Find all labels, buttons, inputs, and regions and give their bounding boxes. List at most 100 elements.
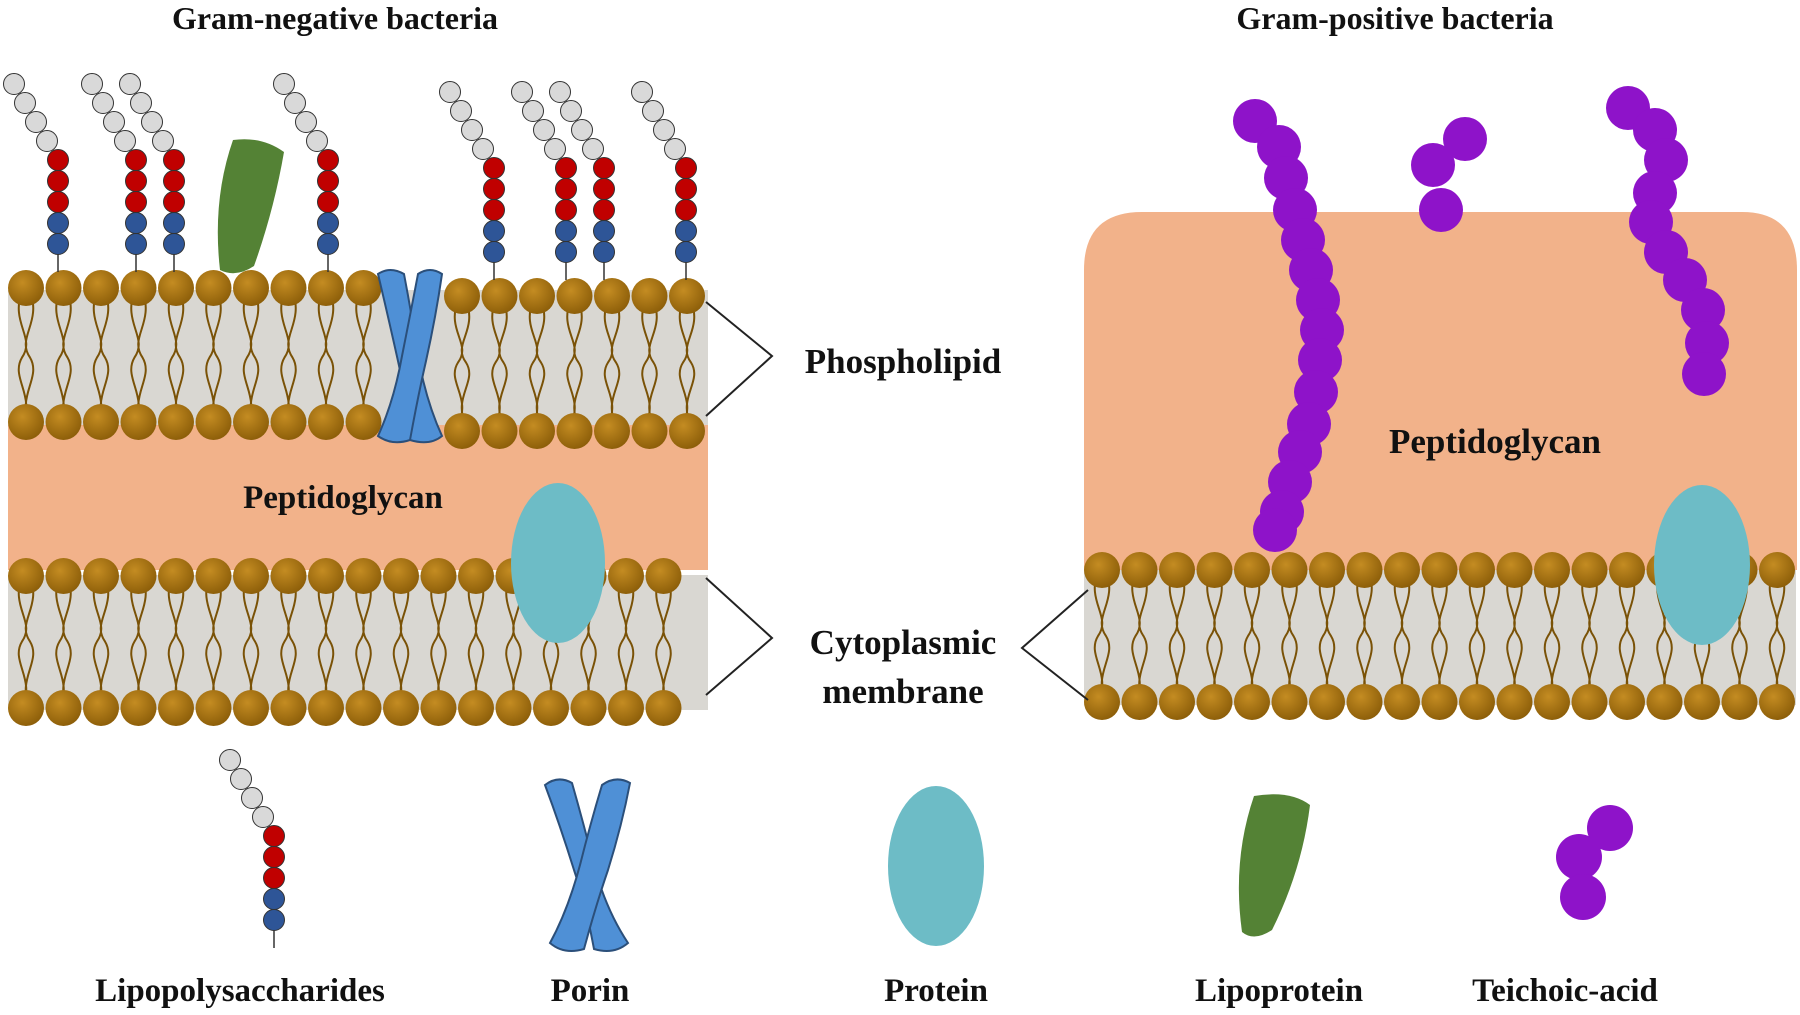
lps-sugar	[163, 191, 185, 213]
cytoplasmic-callout-lines-right	[1020, 589, 1089, 701]
lipid-tail	[648, 299, 658, 426]
lipid-head	[270, 558, 307, 594]
lipid-tail	[610, 299, 621, 426]
lps-sugar	[163, 233, 185, 255]
lipid-tail	[287, 289, 297, 426]
lps-sugar	[675, 199, 697, 221]
lps-sugar	[125, 212, 147, 234]
lps-sugar	[653, 119, 675, 141]
lipid-head	[669, 413, 705, 449]
lipid-head	[1084, 552, 1120, 588]
lipid-head	[645, 690, 682, 726]
lps-sugar	[219, 749, 241, 771]
lipid-head	[1159, 684, 1195, 720]
lps-sugar	[114, 130, 136, 152]
lipid-tail	[1438, 569, 1448, 703]
phospholipid-label: Phospholipid	[805, 342, 1002, 381]
lps-sugar	[483, 199, 505, 221]
lipid-head	[1571, 684, 1608, 720]
lipid-head	[233, 690, 269, 726]
membrane-protein-right	[1654, 485, 1750, 645]
lipid-head	[158, 690, 194, 726]
lipid-head	[45, 270, 82, 306]
lipid-head	[519, 278, 555, 314]
lipid-head	[1534, 552, 1570, 588]
lps-sugar	[593, 241, 615, 263]
lps-sugar	[483, 241, 505, 263]
lipopolysaccharide-chain	[549, 81, 615, 280]
cytoplasmic-membrane-label-line2: membrane	[822, 672, 983, 711]
lps-sugar	[593, 199, 615, 221]
lipid-head	[195, 404, 232, 440]
lipid-head	[481, 278, 518, 314]
lipid-head	[594, 413, 630, 449]
teichoic-unit	[1681, 288, 1725, 332]
lipid-tail	[1550, 569, 1561, 703]
lipid-head	[158, 270, 194, 306]
lps-sugar	[47, 191, 69, 213]
gram-positive-title: Gram-positive bacteria	[1236, 0, 1553, 36]
teichoic-unit	[1298, 338, 1342, 382]
legend-lipoprotein-icon	[1238, 794, 1310, 937]
lipid-tail	[212, 289, 222, 426]
lps-sugar	[3, 73, 25, 95]
teichoic-unit	[1419, 188, 1463, 232]
lipid-head	[308, 270, 344, 306]
lipid-head	[1534, 684, 1570, 720]
lps-sugar	[582, 138, 604, 160]
lipid-tail	[1475, 569, 1486, 703]
teichoic-unit	[1443, 117, 1487, 161]
lipid-head	[158, 404, 194, 440]
lipid-head	[444, 413, 480, 449]
lps-sugar	[163, 212, 185, 234]
lipid-head	[1309, 684, 1345, 720]
lps-sugar	[549, 81, 571, 103]
lps-sugar	[675, 178, 697, 200]
lps-sugar	[439, 81, 461, 103]
lps-sugar	[263, 825, 285, 847]
lipid-tail	[137, 289, 147, 426]
lps-sugar	[593, 157, 615, 179]
lipid-head	[1609, 684, 1645, 720]
peptidoglycan-label-left: Peptidoglycan	[243, 480, 443, 516]
lipid-tail	[249, 289, 260, 426]
lps-sugar	[483, 157, 505, 179]
lipid-tail	[24, 289, 35, 426]
lps-sugar	[141, 111, 163, 133]
lipopolysaccharide-chain	[3, 73, 69, 272]
lipid-head	[1121, 684, 1158, 720]
lps-sugar	[125, 233, 147, 255]
lps-sugar	[555, 199, 577, 221]
lipid-tail	[535, 299, 546, 426]
lipid-head	[1571, 552, 1608, 588]
lps-sugar	[284, 92, 306, 114]
lps-sugar	[306, 130, 328, 152]
lipid-head	[383, 558, 419, 594]
lps-sugar	[125, 149, 147, 171]
lps-sugar	[317, 170, 339, 192]
lipid-head	[83, 404, 119, 440]
lps-sugar	[555, 157, 577, 179]
lipoprotein-left	[217, 139, 284, 274]
lipid-head	[533, 690, 569, 726]
teichoic-acid-chains	[1233, 86, 1729, 552]
lipid-tail	[174, 574, 185, 709]
lipid-tail	[1175, 569, 1186, 703]
lps-sugar	[36, 130, 58, 152]
legend-lipoprotein-label: Lipoprotein	[1195, 973, 1363, 1009]
lipid-head	[8, 558, 44, 594]
lipid-head	[345, 404, 382, 440]
lipid-head	[1721, 684, 1758, 720]
lipid-head	[481, 413, 518, 449]
lipopolysaccharide-chain	[511, 81, 577, 280]
lipid-head	[1234, 552, 1270, 588]
lipid-head	[8, 690, 44, 726]
lps-sugar	[675, 220, 697, 242]
lps-sugar	[560, 100, 582, 122]
lps-sugar	[483, 178, 505, 200]
lipid-head	[1459, 552, 1495, 588]
lipid-head	[83, 690, 119, 726]
lps-sugar	[317, 149, 339, 171]
legend-porin-icon	[543, 778, 632, 952]
lipid-head	[8, 270, 44, 306]
